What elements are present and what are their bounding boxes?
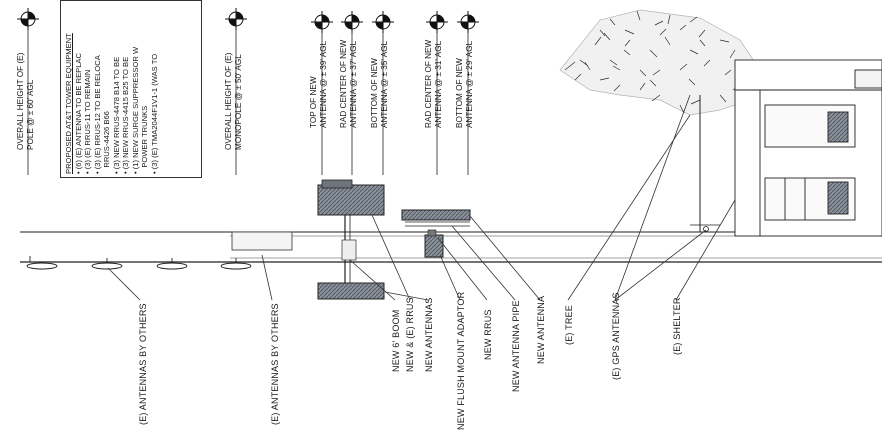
rad-center-upper-line1: RAD CENTER OF NEW: [339, 39, 348, 128]
monopole-height-line2: MONOPOLE @ ± 50' AGL: [234, 54, 243, 150]
bottom-lower-label: BOTTOM OF NEW ANTENNA @ ± 29' AGL: [455, 41, 475, 128]
notes-item-3: • (3) (E) RRUS-12 TO BE RELOCA: [92, 55, 102, 174]
monopole-shaft: [20, 231, 882, 263]
new-antenna-lower: [317, 239, 385, 300]
pole-top-extension: [231, 231, 293, 251]
callout-gps-antennas: (E) GPS ANTENNAS: [611, 292, 621, 380]
callout-flush-mount: NEW FLUSH MOUNT ADAPTOR: [456, 291, 466, 430]
notes-item-7: • (1) NEW SURGE SUPPRESSOR W: [130, 46, 140, 174]
notes-item-6: • (3) NEW RRUS-4415 B25 TO BE: [121, 56, 130, 174]
callout-new-antenna: NEW ANTENNA: [536, 295, 546, 364]
pole-height-line1: OVERALL HEIGHT OF (E): [16, 52, 25, 150]
top-antenna-line2: ANTENNA @ ± 39' AGL: [319, 40, 328, 128]
callout-shelter: (E) SHELTER: [672, 297, 682, 355]
callout-tree: (E) TREE: [564, 305, 574, 345]
callout-antennas-by-others-2: (E) ANTENNAS BY OTHERS: [270, 303, 280, 425]
elevation-marker-symbols: [17, 8, 479, 33]
rad-center-upper-label: RAD CENTER OF NEW ANTENNA @ ± 37' AGL: [339, 40, 359, 128]
bottom-upper-label: BOTTOM OF NEW ANTENNA @ ± 35' AGL: [370, 41, 390, 128]
callout-new-boom: NEW 6' BOOM: [391, 309, 401, 372]
elevation-marker-stems: [27, 30, 469, 175]
callout-new-rrus: NEW RRUS: [483, 309, 493, 360]
callout-antennas-by-others-1: (E) ANTENNAS BY OTHERS: [138, 303, 148, 425]
bottom-lower-line1: BOTTOM OF NEW: [455, 58, 464, 128]
top-antenna-line1: TOP OF NEW: [309, 76, 318, 128]
rad-center-lower-label: RAD CENTER OF NEW ANTENNA @ ± 31' AGL: [424, 40, 444, 128]
monopole-height-label: OVERALL HEIGHT OF (E) MONOPOLE @ ± 50' A…: [224, 53, 244, 150]
callout-new-antennas: NEW ANTENNAS: [424, 297, 434, 372]
notes-item-5: • (3) NEW RRUS-4478 B14 TO BE: [111, 56, 121, 174]
rad-center-upper-line2: ANTENNA @ ± 37' AGL: [349, 40, 358, 128]
notes-item-8: POWER TRUNKS: [140, 105, 149, 168]
callout-new-e-rrus: NEW & (E) RRUS: [405, 297, 415, 372]
gps-antenna-marker: [703, 226, 709, 232]
monopole-height-line1: OVERALL HEIGHT OF (E): [224, 52, 233, 150]
existing-tree: [559, 9, 761, 116]
notes-item-9: • (3) (E) TMA2044F1V1-1 (WAS TO: [149, 53, 159, 174]
existing-antennas-left: [26, 256, 252, 270]
equipment-notes-box: [60, 0, 202, 178]
pole-height-label: OVERALL HEIGHT OF (E) POLE @ ± 60' AGL: [16, 53, 36, 150]
notes-title: PROPOSED AT&T TOWER EQUIPMENT: [64, 33, 73, 174]
notes-item-1: • (6) (E) ANTENNA TO BE REPLAC: [73, 53, 83, 174]
callout-leaders: [107, 94, 736, 301]
new-antenna-right: [401, 209, 471, 258]
pole-height-line2: POLE @ ± 60' AGL: [26, 79, 35, 150]
bottom-upper-line1: BOTTOM OF NEW: [370, 58, 379, 128]
rad-center-lower-line1: RAD CENTER OF NEW: [424, 39, 433, 128]
notes-item-4: RRUS-4426 B66: [102, 111, 111, 168]
bottom-lower-line2: ANTENNA @ ± 29' AGL: [465, 40, 474, 128]
callout-new-antenna-pipe: NEW ANTENNA PIPE: [511, 300, 521, 392]
existing-shelter: [734, 59, 882, 237]
new-antenna-upper: [317, 179, 385, 290]
top-antenna-label: TOP OF NEW ANTENNA @ ± 39' AGL: [309, 41, 329, 128]
bottom-upper-line2: ANTENNA @ ± 35' AGL: [380, 40, 389, 128]
rad-center-lower-line2: ANTENNA @ ± 31' AGL: [434, 40, 443, 128]
notes-item-2: • (3) (E) RRUS-11 TO REMAIN: [83, 69, 92, 174]
equipment-notes: PROPOSED AT&T TOWER EQUIPMENT • (6) (E) …: [64, 33, 159, 174]
